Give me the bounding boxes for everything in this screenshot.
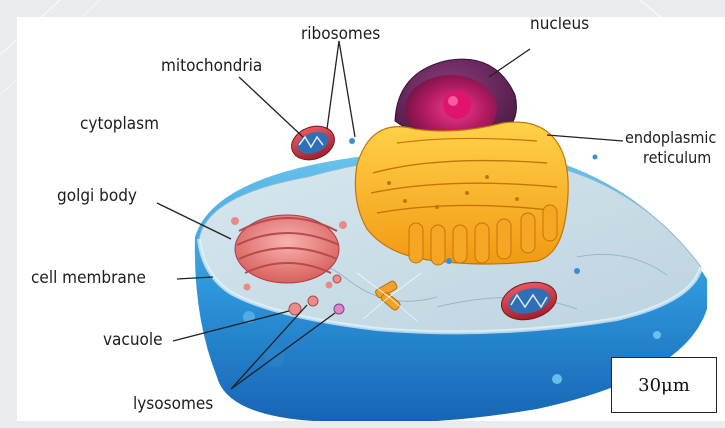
label-nucleus: nucleus <box>530 17 589 33</box>
mitochondrion-left <box>287 120 339 165</box>
endoplasmic-reticulum <box>355 122 568 265</box>
label-golgi-body: golgi body <box>57 187 137 205</box>
lysosome <box>308 296 318 306</box>
label-lysosomes: lysosomes <box>133 395 213 413</box>
label-mitochondria: mitochondria <box>161 57 262 75</box>
label-cell-membrane: cell membrane <box>31 269 146 287</box>
label-endoplasmic: endoplasmic <box>625 129 716 147</box>
lysosome <box>334 304 344 314</box>
scale-box: 30μm <box>611 357 717 413</box>
nucleolus <box>443 91 471 119</box>
label-reticulum: reticulum <box>643 149 711 167</box>
diagram-panel: ribosomes nucleus mitochondria cytoplasm… <box>17 17 725 421</box>
label-vacuole: vacuole <box>103 331 163 349</box>
label-cytoplasm: cytoplasm <box>80 115 159 133</box>
label-ribosomes: ribosomes <box>301 25 380 43</box>
scale-label: 30μm <box>638 375 690 396</box>
